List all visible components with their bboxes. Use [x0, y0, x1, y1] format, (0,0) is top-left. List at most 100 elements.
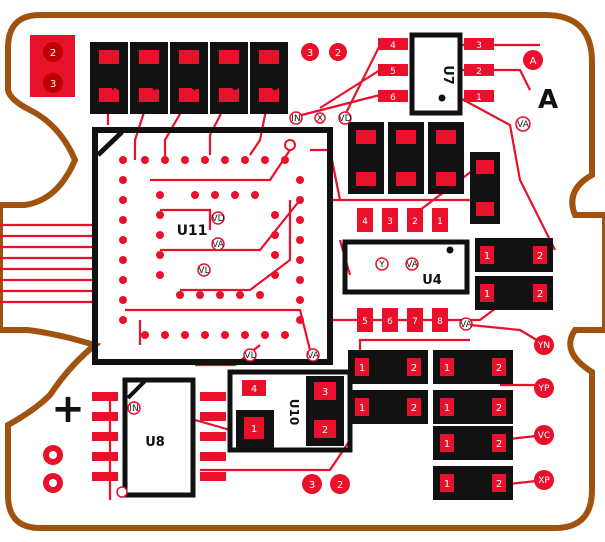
pcb-text: 2 [496, 403, 502, 414]
label-R9: R9 [379, 361, 397, 375]
parts-bottom-right: 1 2 R8 1 2 R25 1 2 R7 1 2 C7 [433, 350, 513, 500]
pcb-text: 1 [444, 403, 450, 414]
pcb-text: 2 [411, 403, 417, 414]
label-R7: R7 [464, 437, 482, 451]
header-top-left: 2 3 [30, 35, 75, 97]
pcb-text: 1 [359, 363, 365, 374]
pcb-text: XP [538, 476, 550, 486]
label-R10: R10 [501, 287, 527, 301]
vertical-parts: C11 R11 R12 R13 [348, 122, 500, 224]
chip-U11: U11 [92, 127, 333, 365]
chip-U4: 4 3 2 1 5 6 7 8 U4 [342, 208, 470, 332]
pcb-text: 3 [309, 480, 315, 491]
pcb-text: VA [517, 120, 530, 130]
chip-U7: 4 5 6 3 2 1 U7 [378, 32, 494, 116]
label-U10: U10 [287, 399, 301, 425]
label-R3: R3 [149, 73, 163, 91]
label-R4: R4 [189, 73, 203, 91]
label-C10: C10 [501, 249, 527, 263]
pcb-text: 6 [390, 93, 396, 103]
pad-num: 2 [50, 48, 56, 59]
chip-U10: 1 4 3 2 U10 [227, 369, 353, 453]
label-U4: U4 [422, 273, 442, 288]
pcb-text: IN [129, 404, 138, 414]
pcb-text: 2 [335, 48, 341, 59]
pcb-text: VD [338, 114, 351, 124]
label-C11: C11 [367, 146, 380, 169]
pcb-text: 3 [387, 217, 393, 227]
label-R5: R5 [229, 73, 243, 91]
label-R8: R8 [464, 361, 482, 375]
pcb-text: X [317, 114, 323, 124]
pcb-text: 1 [444, 439, 450, 450]
pcb-text: VA [460, 320, 473, 330]
pcb-text: 4 [362, 217, 368, 227]
pcb-text: YN [537, 341, 550, 351]
pcb-text: 2 [322, 425, 328, 436]
pcb-text: 2 [337, 480, 343, 491]
pcb-text: 1 [484, 251, 490, 262]
pads-bottom-left [43, 445, 63, 493]
pads-top-mid: 3 2 [301, 43, 347, 61]
pcb-text: 3 [322, 387, 328, 398]
signal-markers: IN X VD VA VD VA VL Y VA VA VL VA IN [116, 111, 531, 498]
label-U7: U7 [440, 65, 455, 85]
label-R13: R13 [485, 178, 498, 202]
pcb-text: 1 [444, 363, 450, 374]
pcb-text: 1 [251, 424, 257, 435]
pcb-text: VA [406, 260, 419, 270]
board-outline [0, 12, 605, 531]
pcb-text: VA [212, 240, 225, 250]
label-R2: R2 [109, 73, 123, 91]
pcb-text: 5 [390, 67, 396, 77]
label-R11: R11 [407, 146, 420, 170]
pcb-text: 8 [437, 317, 443, 327]
pcb-text: 2 [496, 363, 502, 374]
pcb-text: 3 [307, 48, 313, 59]
pcb-text: IN [291, 114, 300, 124]
pcb-text: 2 [496, 439, 502, 450]
label-R12: R12 [447, 146, 460, 170]
label-R6: R6 [269, 73, 283, 91]
pcb-text: 3 [476, 41, 482, 51]
pcb-text: VL [244, 351, 255, 361]
pcb-text: 1 [476, 93, 482, 103]
pcb-text: YP [538, 384, 550, 394]
pcb-text: 2 [537, 251, 543, 262]
pads-bottom-mid: 3 2 [302, 474, 350, 494]
pcb-text: 4 [390, 41, 396, 51]
signal-pads-right: YN YP VC XP [534, 335, 554, 490]
pcb-text: 6 [387, 317, 393, 327]
label-R25: R25 [460, 401, 486, 415]
pcb-text: A [530, 56, 537, 67]
pcb-text: VL [198, 266, 209, 276]
chip-U8: U8 [92, 377, 226, 498]
pcb-text: 2 [496, 479, 502, 490]
pcb-text: 4 [251, 384, 257, 395]
pcb-text: 2 [476, 67, 482, 77]
signal-A: A A [523, 50, 558, 115]
pcb-text: VA [307, 351, 320, 361]
pcb-text: Y [378, 260, 385, 270]
pcb-text: 1 [444, 479, 450, 490]
label-U8: U8 [145, 435, 165, 450]
pcb-text: 1 [484, 289, 490, 300]
corner-letter: A [538, 85, 558, 115]
pad-num: 3 [50, 79, 56, 90]
pcb-text: 5 [362, 317, 368, 327]
parts-R9-C9: 1 2 R9 1 2 C9 [348, 350, 428, 424]
plus-marking: + [51, 386, 85, 432]
pcb-text: 1 [437, 217, 443, 227]
label-C7: C7 [464, 477, 481, 491]
label-U11: U11 [177, 223, 208, 239]
vias [119, 156, 304, 339]
pcb-text: 7 [412, 317, 418, 327]
pcb-text: VC [538, 431, 550, 441]
pcb-text: VD [211, 214, 224, 224]
horizontal-parts-right: 1 2 C10 1 2 R10 [475, 238, 553, 310]
pcb-text: 2 [412, 217, 418, 227]
pcb-text: 1 [359, 403, 365, 414]
pcb-text: 2 [537, 289, 543, 300]
pcb-text: 2 [411, 363, 417, 374]
